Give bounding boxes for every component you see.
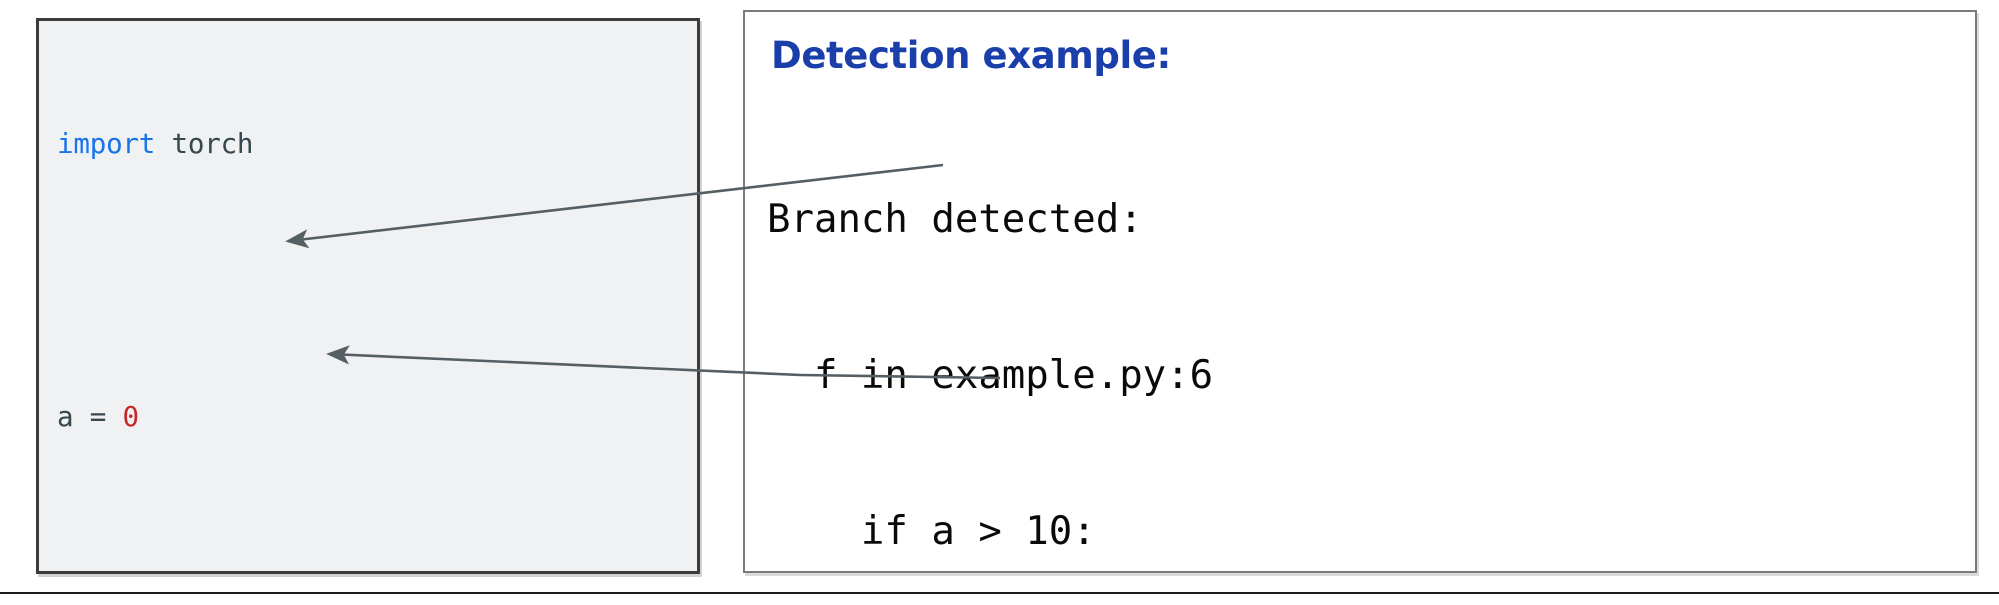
- code-token-number: 0: [122, 401, 139, 433]
- code-line-3: a = 0: [57, 395, 697, 441]
- detection-line-list: Branch detected: f in example.py:6 if a …: [767, 90, 1331, 571]
- detection-output-panel: Detection example: Branch detected: f in…: [743, 10, 1977, 573]
- detection-line-1: f in example.py:6: [767, 353, 1214, 398]
- detection-line-0: Branch detected:: [767, 197, 1143, 242]
- detection-line-2: if a > 10:: [767, 509, 1096, 554]
- detection-title: Detection example:: [771, 34, 1171, 77]
- python-source-panel: import torch a = 0 def f(x : torch.Tenso…: [36, 18, 700, 574]
- code-token-text: torch: [155, 128, 254, 160]
- code-line-1: import torch: [57, 122, 697, 168]
- code-line-2: [57, 259, 697, 305]
- code-token-keyword: import: [57, 128, 156, 160]
- bottom-divider: [0, 592, 1999, 594]
- code-token-text: a =: [57, 401, 123, 433]
- code-line-4: [57, 532, 697, 572]
- code-line-list: import torch a = 0 def f(x : torch.Tenso…: [57, 31, 697, 572]
